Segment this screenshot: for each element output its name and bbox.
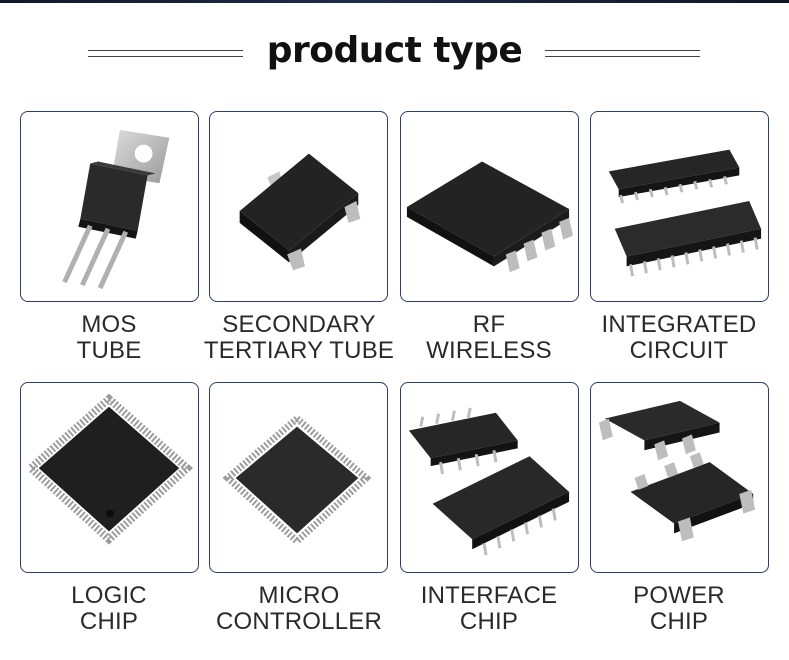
top-decor-strip [0,0,789,3]
product-card-secondary-tertiary-tube[interactable] [209,111,388,302]
qfp-microcontroller-icon [222,414,372,546]
product-card-micro-controller[interactable] [209,382,388,573]
dual-ssop-chip-icon [608,149,762,277]
product-card-integrated-circuit[interactable] [590,111,769,302]
sot-power-chip-icon [598,400,756,542]
sot23-transistor-icon [239,153,361,271]
product-card-power-chip[interactable] [590,382,769,573]
page-title: product type [266,30,523,71]
product-card-mos-tube[interactable] [20,111,199,302]
product-card-logic-chip[interactable] [20,382,199,573]
title-decor-line-right [545,50,700,58]
product-card-interface-chip[interactable] [400,382,579,573]
qfp-large-chip-icon [24,393,194,545]
dual-soic-chip-icon [408,407,570,556]
title-decor-line-left [88,50,243,58]
product-card-rf-wireless[interactable] [400,111,579,302]
soic8-chip-icon [406,161,574,273]
mos-tube-icon [62,129,170,290]
